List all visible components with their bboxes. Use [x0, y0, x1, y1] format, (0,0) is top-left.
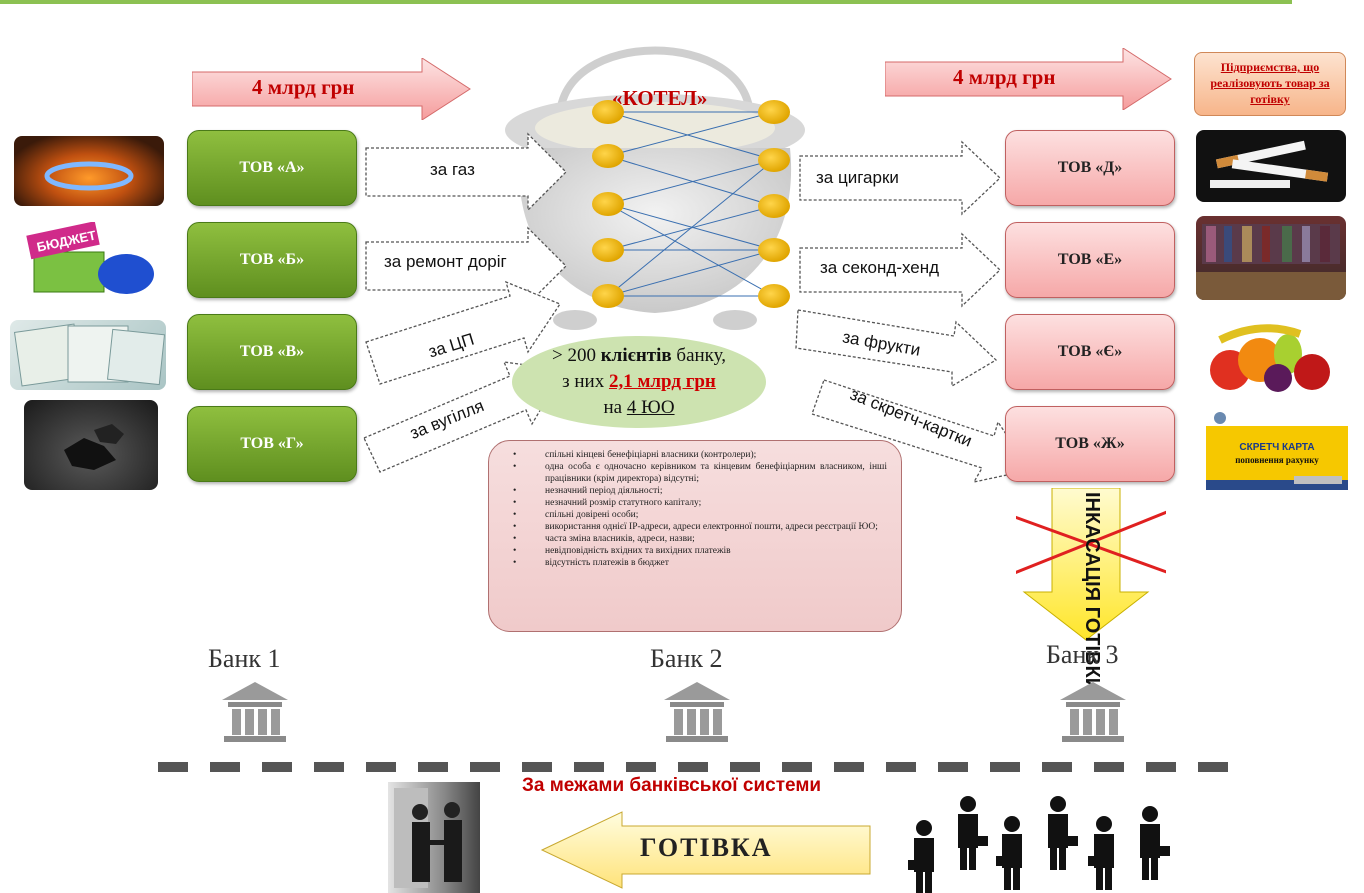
bank-1-icon [222, 682, 288, 742]
bank-3-label: Банк 3 [1046, 640, 1119, 669]
cigarettes-icon [1196, 130, 1346, 202]
company-d-box: ТОВ «Д» [1005, 130, 1175, 206]
top-accent-line [0, 0, 1292, 4]
outside-banking-label: За межами банківської системи [522, 775, 822, 796]
scratch-card-subtitle: поповнення рахунку [1235, 455, 1319, 465]
left-amount-arrow: 4 млрд грн [192, 58, 472, 120]
cash-collection-label: ІНКАСАЦІЯ ГОТІВКИ [1081, 492, 1103, 693]
criteria-item: невідповідність вхідних та вихідних плат… [513, 545, 887, 557]
handshake-icon [388, 782, 480, 893]
right-amount-label: 4 млрд грн [953, 65, 1056, 89]
company-b-box: ТОВ «Б» [187, 222, 357, 298]
company-a-box: ТОВ «А» [187, 130, 357, 206]
criteria-item: спільні кінцеві бенефіціарні власники (к… [513, 449, 887, 461]
clients-oval [512, 336, 766, 428]
right-flow-arrows [795, 140, 1032, 483]
criteria-item: часта зміна власників, адреси, назви; [513, 533, 887, 545]
enterprises-label-box: Підприємства, що реалізовують товар за г… [1194, 52, 1346, 116]
bank-3-icon [1060, 682, 1126, 742]
criteria-box: спільні кінцеві бенефіціарні власники (к… [488, 440, 902, 632]
coal-icon [24, 400, 158, 490]
criteria-item: незначний розмір статутного капіталу; [513, 497, 887, 509]
second-hand-clothes-icon [1196, 216, 1346, 300]
criteria-item: одна особа є одночасно керівником та кін… [513, 461, 887, 485]
gas-flame-icon [14, 136, 164, 206]
company-g-box: ТОВ «Г» [187, 406, 357, 482]
criteria-list: спільні кінцеві бенефіціарні власники (к… [489, 449, 901, 569]
scratch-card-title: СКРЕТЧ КАРТА [1239, 442, 1315, 453]
company-e-box: ТОВ «Е» [1005, 222, 1175, 298]
right-amount-arrow: 4 млрд грн [885, 48, 1173, 110]
criteria-item: спільні довірені особи; [513, 509, 887, 521]
purpose-gas-label: за газ [430, 160, 475, 179]
clients-summary: > 200 клієнтів банку, з них 2,1 млрд грн… [552, 345, 726, 418]
bank-2-icon [664, 682, 730, 742]
cash-arrow [540, 811, 871, 889]
bank-2-label: Банк 2 [650, 644, 723, 673]
criteria-item: використання однієї IP-адреси, адреси ел… [513, 521, 887, 533]
left-flow-arrows [363, 132, 567, 473]
company-ye-box: ТОВ «Є» [1005, 314, 1175, 390]
cash-collection-arrow [1016, 488, 1166, 641]
company-zh-box: ТОВ «Ж» [1005, 406, 1175, 482]
securities-icon [10, 320, 166, 390]
scratch-card-icon: СКРЕТЧ КАРТА поповнення рахунку [1206, 408, 1348, 490]
kotel-title: «КОТЕЛ» [612, 86, 708, 110]
purpose-second-hand-label: за секонд-хенд [820, 258, 940, 277]
budget-chest-icon: БЮДЖЕТ [14, 222, 164, 300]
criteria-item: незначний період діяльності; [513, 485, 887, 497]
company-v-box: ТОВ «В» [187, 314, 357, 390]
banking-system-boundary [158, 762, 1228, 772]
people-silhouettes-icon [908, 796, 1170, 893]
purpose-roads-label: за ремонт доріг [384, 252, 507, 271]
fruits-icon [1200, 320, 1346, 396]
criteria-item: відсутність платежів в бюджет [513, 557, 887, 569]
bank-1-label: Банк 1 [208, 644, 281, 673]
cash-label: ГОТІВКА [640, 833, 773, 862]
left-amount-label: 4 млрд грн [252, 75, 355, 99]
kotel-network [592, 100, 790, 308]
purpose-cigarettes-label: за цигарки [816, 168, 899, 187]
